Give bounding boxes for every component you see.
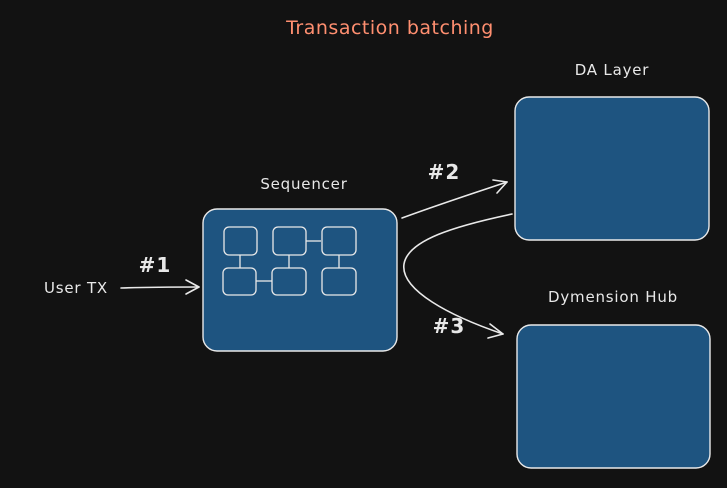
da-layer-box [514, 96, 710, 241]
step-2-label: #2 [428, 160, 461, 184]
dymension-hub-label: Dymension Hub [548, 288, 678, 306]
user-tx-label: User TX [44, 279, 108, 297]
diagram-title: Transaction batching [285, 17, 494, 39]
block [222, 267, 257, 296]
arrow-sequencer-to-da-layer [401, 179, 508, 219]
sequencer-block-chain [222, 226, 357, 296]
block [321, 226, 357, 256]
dymension-hub-box [516, 324, 711, 469]
arrow-sequencer-to-dymension-hub [403, 213, 513, 339]
block [272, 226, 307, 256]
step-3-label: #3 [433, 314, 466, 338]
arrow-user-to-sequencer [120, 279, 200, 295]
block [321, 267, 357, 296]
sequencer-label: Sequencer [260, 175, 347, 193]
step-1-label: #1 [139, 253, 172, 277]
block [271, 267, 307, 296]
block [223, 226, 258, 256]
da-layer-label: DA Layer [575, 61, 650, 79]
